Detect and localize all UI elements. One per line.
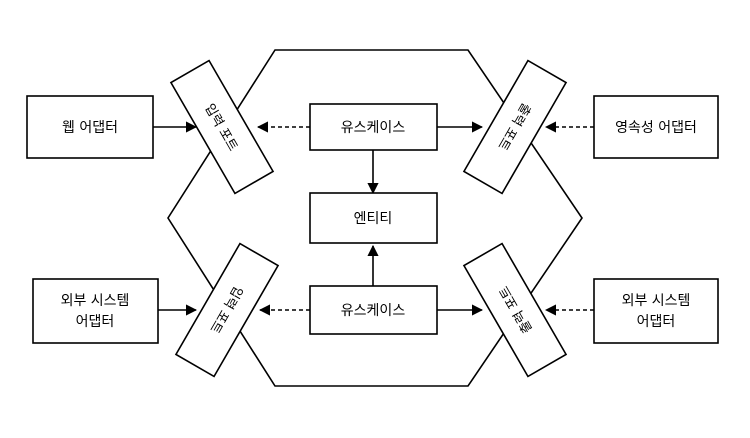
entity-label: 엔티티 [354,211,393,227]
persistence-adapter-label: 영속성 어댑터 [615,120,697,136]
usecase-top-label: 유스케이스 [341,120,406,136]
web-adapter-box: 웹 어댑터 [26,95,154,159]
persistence-adapter-box: 영속성 어댑터 [593,95,719,159]
external-adapter-left-label-line2: 어댑터 [76,314,115,330]
input-port-bottom-box: 입력 포트 [174,242,280,378]
usecase-bottom-box: 유스케이스 [309,285,438,335]
application-hexagon [167,49,583,387]
external-adapter-right-label-line1: 외부 시스템 [622,293,691,309]
output-port-top-box: 출력 포트 [462,59,568,195]
output-port-bottom-box: 출력 포트 [462,242,568,378]
external-adapter-left-box: 외부 시스템 어댑터 [32,278,159,344]
external-adapter-left-label-line1: 외부 시스템 [61,293,130,309]
web-adapter-label: 웹 어댑터 [62,120,118,136]
usecase-bottom-label: 유스케이스 [341,303,406,319]
usecase-top-box: 유스케이스 [309,103,438,151]
external-adapter-right-box: 외부 시스템 어댑터 [593,278,719,344]
entity-box: 엔티티 [309,192,438,244]
input-port-top-box: 입력 포트 [169,59,275,195]
external-adapter-right-label-line2: 어댑터 [637,314,676,330]
